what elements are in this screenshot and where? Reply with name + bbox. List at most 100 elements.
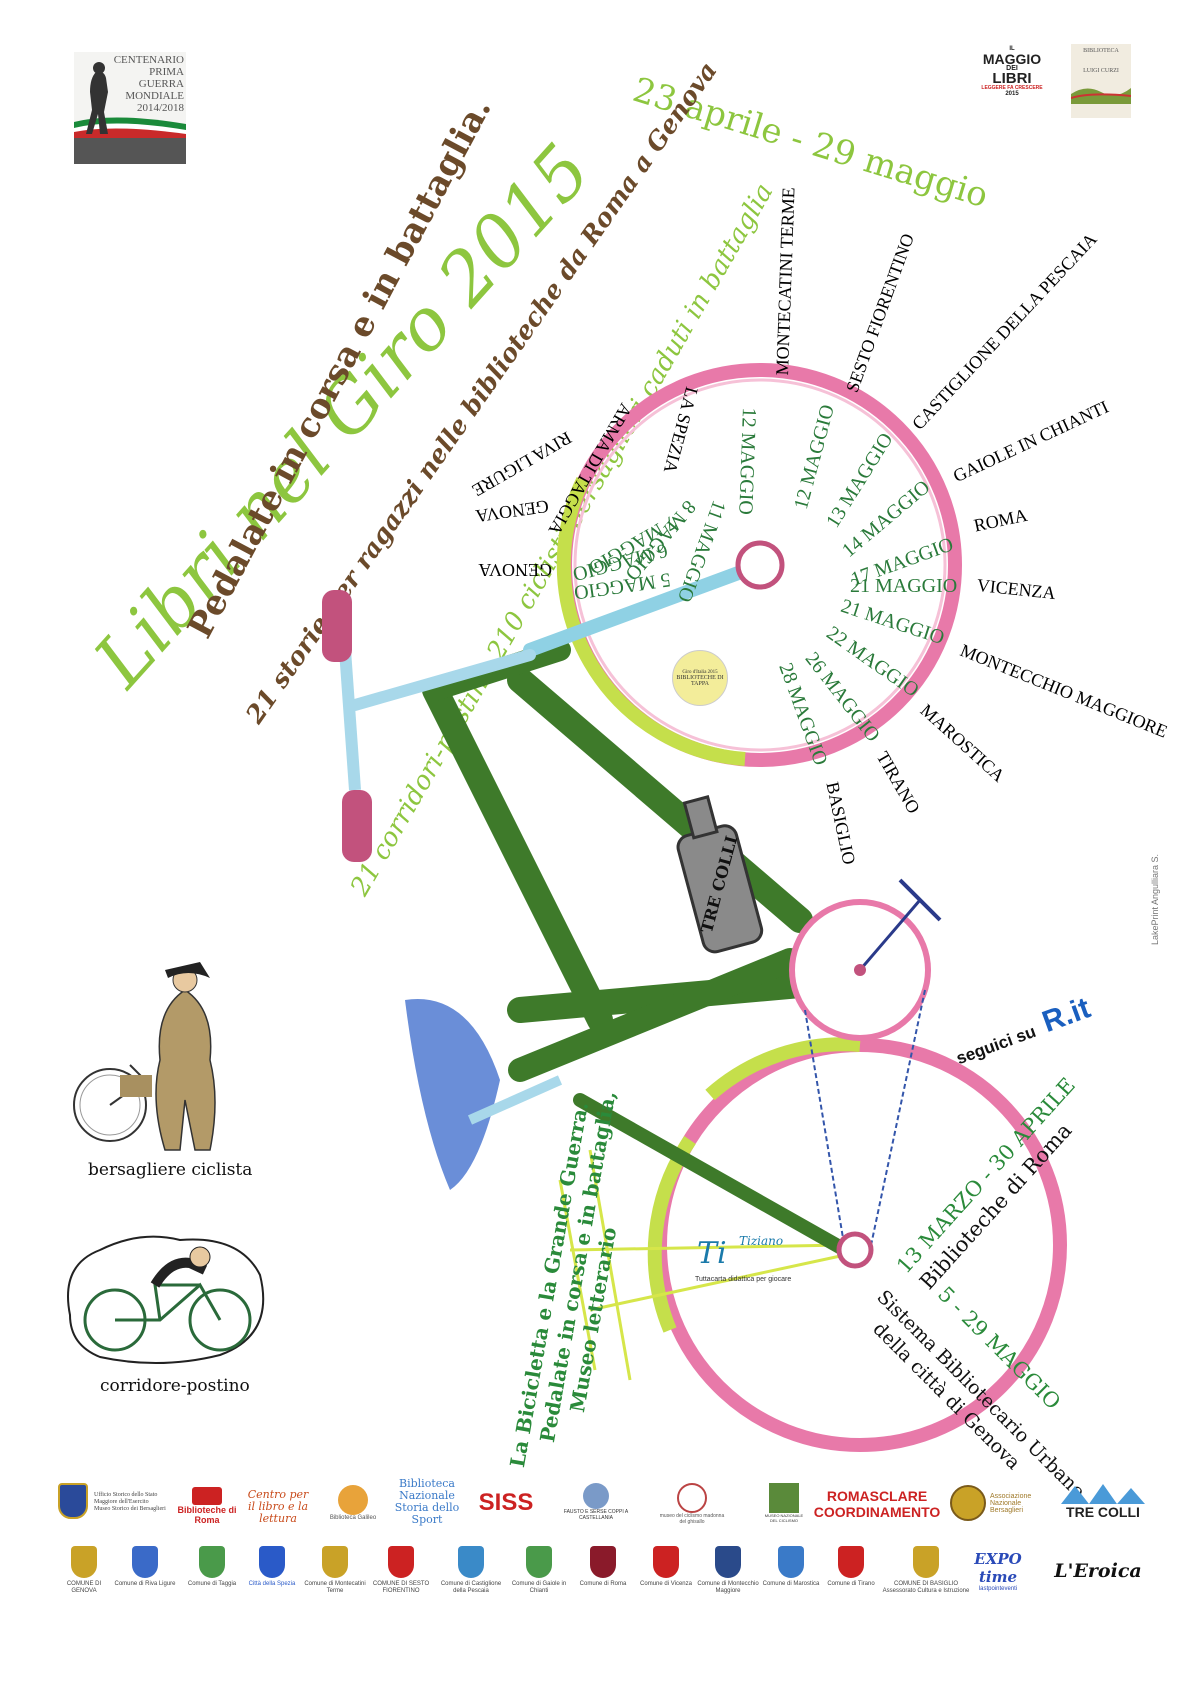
comune-montecchio: Comune di Montecchio Maggiore [696, 1546, 760, 1595]
sponsor-label: FAUSTO E SERSE COPPI A CASTELLANIA [563, 1509, 629, 1521]
handlebar-grip-bottom [342, 790, 372, 862]
sponsor-storia-sport: Biblioteca Nazionale Storia dello Sport [390, 1474, 464, 1530]
crest-label: COMUNE DI SESTO FIORENTINO [372, 1581, 430, 1594]
enoteca-line2: LUIGI CURZI [1083, 68, 1119, 74]
sponsor-romasclare: ROMASCLARE COORDINAMENTO [812, 1484, 942, 1524]
biblioteche-tappa-badge: Giro d'Italia 2015 BIBLIOTECHE DI TAPPA [672, 650, 728, 706]
comune-vicenza: Comune di Vicenza [638, 1546, 694, 1588]
centenario-logo: CENTENARIO PRIMA GUERRA MONDIALE 2014/20… [74, 52, 186, 164]
sponsor-label: Ufficio Storico dello Stato Maggiore del… [94, 1491, 166, 1512]
maggio-line6: 2015 [1005, 91, 1019, 97]
crest-label: Comune di Castiglione della Pescaia [440, 1581, 502, 1594]
comune-sesto-fiorentino: COMUNE DI SESTO FIORENTINO [370, 1546, 432, 1595]
sponsor-label: Associazione Nazionale Bersaglieri [990, 1492, 1032, 1514]
tiziano-logo: Ti Tiziano Tuttacarta didattica per gioc… [695, 1230, 805, 1288]
sponsor-museo-ciclismo: MUSEO NAZIONALE DEL CICLISMO [762, 1476, 806, 1530]
sponsor-label: Biblioteca Galileo [329, 1515, 377, 1521]
crest-icon [653, 1546, 679, 1578]
crest-icon [71, 1546, 97, 1578]
sponsor-esercito: Ufficio Storico dello Stato Maggiore del… [58, 1476, 168, 1528]
centenario-line1: CENTENARIO [113, 54, 184, 66]
centenario-line2: PRIMA GUERRA [138, 66, 184, 90]
comune-taggia: Comune di Taggia [184, 1546, 240, 1588]
front-wheel [556, 363, 962, 767]
crest-label: Comune di Vicenza [640, 1581, 692, 1587]
maggio-line3: DEI [1006, 65, 1018, 72]
corridore-postino-illustration [67, 1235, 265, 1364]
expo-time-logo: EXPO time lastpointeventi [958, 1550, 1038, 1592]
sponsor-bersaglieri: Associazione Nazionale Bersaglieri [950, 1478, 1054, 1528]
corridore-caption: corridore-postino [100, 1376, 250, 1396]
comune-basiglio: COMUNE DI BASIGLIO Assessorato Cultura e… [880, 1546, 972, 1595]
sponsor-label: Centro per il libro e la lettura [247, 1488, 309, 1525]
eroica-label: L'Eroica [1054, 1560, 1142, 1582]
crest-label: Comune di Montecchio Maggiore [697, 1581, 759, 1594]
comune-montecatini: Comune di Montecatini Terme [304, 1546, 366, 1595]
bottle [676, 795, 764, 954]
museo-icon [769, 1483, 799, 1513]
comune-tirano: Comune di Tirano [824, 1546, 878, 1588]
crest-icon [132, 1546, 158, 1578]
crest-label: Comune di Riva Ligure [114, 1581, 176, 1587]
comune-gaiole: Comune di Gaiole in Chianti [510, 1546, 568, 1595]
print-credit: LakePrint Angulliara S. [1150, 853, 1160, 945]
crest-label: Comune di Taggia [187, 1581, 237, 1587]
handlebar-grip-top [322, 590, 352, 662]
enoteca-logo: BIBLIOTECA LUIGI CURZI [1070, 44, 1132, 118]
sponsor-label: Biblioteca Nazionale Storia dello Sport [394, 1477, 460, 1526]
crest-icon [838, 1546, 864, 1578]
landscape-icon [1070, 88, 1132, 104]
crest-icon [590, 1546, 616, 1578]
crest-label: COMUNE DI GENOVA [66, 1581, 102, 1594]
crest-label: Città della Spezia [248, 1581, 296, 1587]
crest-icon [58, 1482, 88, 1519]
soldier-silhouette-icon [74, 62, 186, 164]
sponsor-label: ROMASCLARE COORDINAMENTO [813, 1488, 941, 1520]
crest-label: Comune di Marostica [762, 1581, 820, 1587]
maggio-line2: MAGGIO [982, 51, 1042, 67]
sponsor-label: TRE COLLI [1066, 1504, 1140, 1520]
sponsor-ghisallo: museo del ciclismo madonna del ghisallo [656, 1478, 728, 1530]
sponsor-biblioteche-roma: Biblioteche di Roma [174, 1484, 240, 1528]
crest-label: COMUNE DI BASIGLIO Assessorato Cultura e… [882, 1581, 970, 1594]
book-icon [192, 1487, 222, 1505]
bersagliere-ciclista-illustration [73, 962, 216, 1151]
crest-icon [715, 1546, 741, 1578]
maggio-line4: LIBRI [992, 70, 1032, 87]
crest-label: Comune di Tirano [827, 1581, 875, 1587]
comune-roma: Comune di Roma [570, 1546, 636, 1588]
crest-icon [913, 1546, 939, 1578]
crest-label: Comune di Gaiole in Chianti [511, 1581, 567, 1594]
sponsor-coppi: FAUSTO E SERSE COPPI A CASTELLANIA [548, 1476, 644, 1528]
sponsor-label: SISS [478, 1489, 534, 1516]
expo-label: EXPO time [974, 1550, 1022, 1586]
maggio-line5: LEGGERE FA CRESCERE [981, 85, 1043, 91]
tiziano-brand: Ti [697, 1236, 727, 1271]
bersaglieri-crest-icon [950, 1485, 986, 1521]
crest-icon [259, 1546, 285, 1578]
crest-icon [526, 1546, 552, 1578]
sponsor-cepell: Centro per il libro e la lettura [246, 1484, 310, 1530]
comune-marostica: Comune di Marostica [762, 1546, 820, 1588]
mountains-icon [1061, 1484, 1145, 1504]
comune-genova: COMUNE DI GENOVA [56, 1546, 112, 1595]
galileo-icon [338, 1485, 368, 1515]
eroica-logo: L'Eroica [1050, 1556, 1146, 1586]
crest-icon [778, 1546, 804, 1578]
sponsor-label: MUSEO NAZIONALE DEL CICLISMO [764, 1513, 804, 1523]
sponsor-tre-colli: TRE COLLI [1058, 1476, 1148, 1526]
coppi-icon [583, 1483, 609, 1509]
tiziano-caption: Tuttacarta didattica per giocare [695, 1276, 792, 1283]
badge-center: BIBLIOTECHE DI TAPPA [676, 674, 724, 687]
centenario-line4: 2014/2018 [136, 102, 184, 114]
crest-icon [388, 1546, 414, 1578]
back-wheel [647, 1037, 1067, 1452]
ghisallo-icon [677, 1483, 707, 1513]
sponsor-galileo: Biblioteca Galileo [320, 1474, 386, 1532]
crest-icon [199, 1546, 225, 1578]
maggio-dei-libri-logo: IL MAGGIO DEI LIBRI LEGGERE FA CRESCERE … [978, 46, 1046, 110]
crest-label: Comune di Roma [579, 1581, 627, 1587]
crest-label: Comune di Montecatini Terme [304, 1581, 366, 1594]
city-label: GENOVA [478, 560, 552, 580]
